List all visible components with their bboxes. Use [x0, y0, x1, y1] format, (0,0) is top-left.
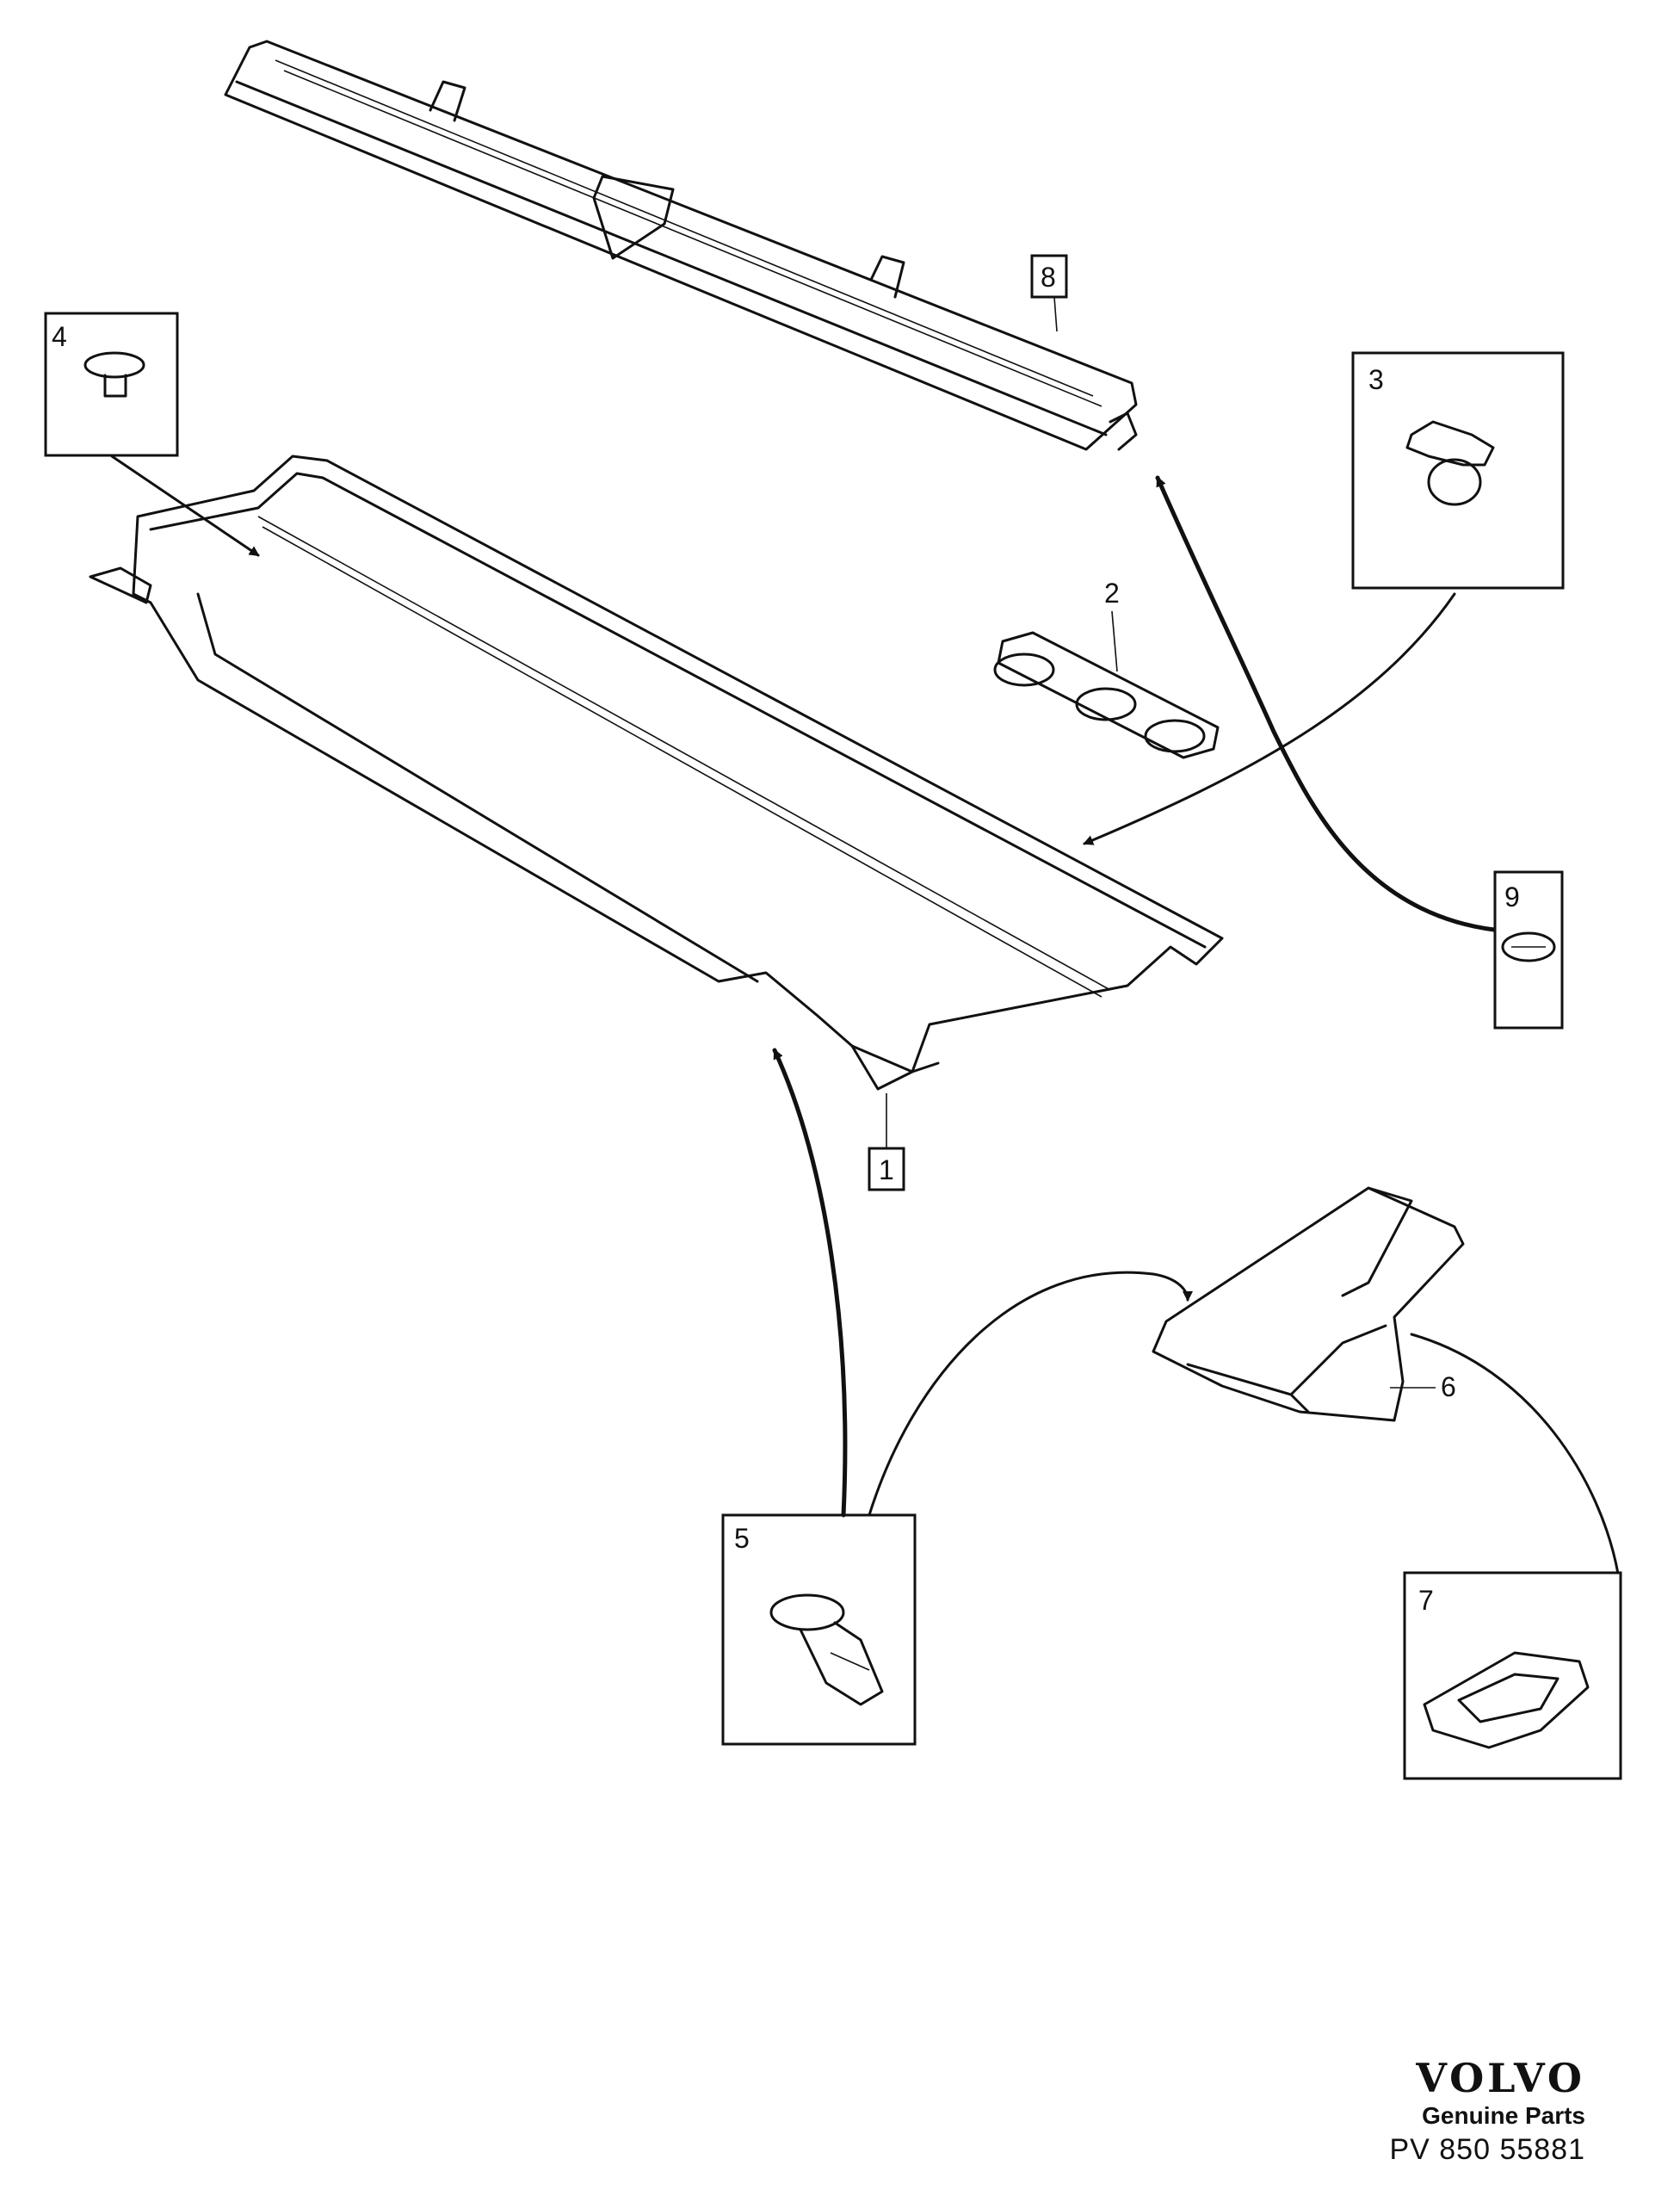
callout-1-label: 1: [879, 1154, 894, 1185]
callout-1-box: [868, 1147, 905, 1191]
part-6-bracket: [1152, 1186, 1465, 1422]
brand-block: VOLVO Genuine Parts PV 850 55881: [1310, 2056, 1585, 2168]
callout-8-label: 8: [1041, 262, 1056, 293]
part-8-rail: [224, 40, 1138, 451]
part-7-clip: [1423, 1651, 1590, 1749]
callout-4-box: [44, 312, 179, 457]
callout-3-box: [1351, 351, 1565, 590]
part-4-plug: [83, 351, 145, 398]
callout-5-label: 5: [734, 1523, 750, 1554]
callout-9-box: [1493, 870, 1564, 1030]
callout-7-label: 7: [1418, 1585, 1434, 1616]
brand-subtitle: Genuine Parts: [1422, 2102, 1585, 2129]
volvo-logo: VOLVO: [1416, 2055, 1585, 2101]
part-9-clip: [1501, 931, 1556, 962]
callout-6-label: 6: [1441, 1371, 1456, 1402]
callout-8-box: [1030, 254, 1068, 299]
part-1-panel: [89, 455, 1224, 1091]
part-3-clip: [1405, 420, 1495, 506]
callout-9-label: 9: [1504, 882, 1520, 912]
part-5-push-rivet: [769, 1593, 884, 1706]
diagram-code: PV 850 55881: [1389, 2133, 1585, 2166]
callout-3-label: 3: [1368, 364, 1384, 395]
callout-4-label: 4: [52, 321, 67, 352]
callout-2-label: 2: [1104, 578, 1120, 609]
part-2-clip-strip: [993, 631, 1220, 759]
